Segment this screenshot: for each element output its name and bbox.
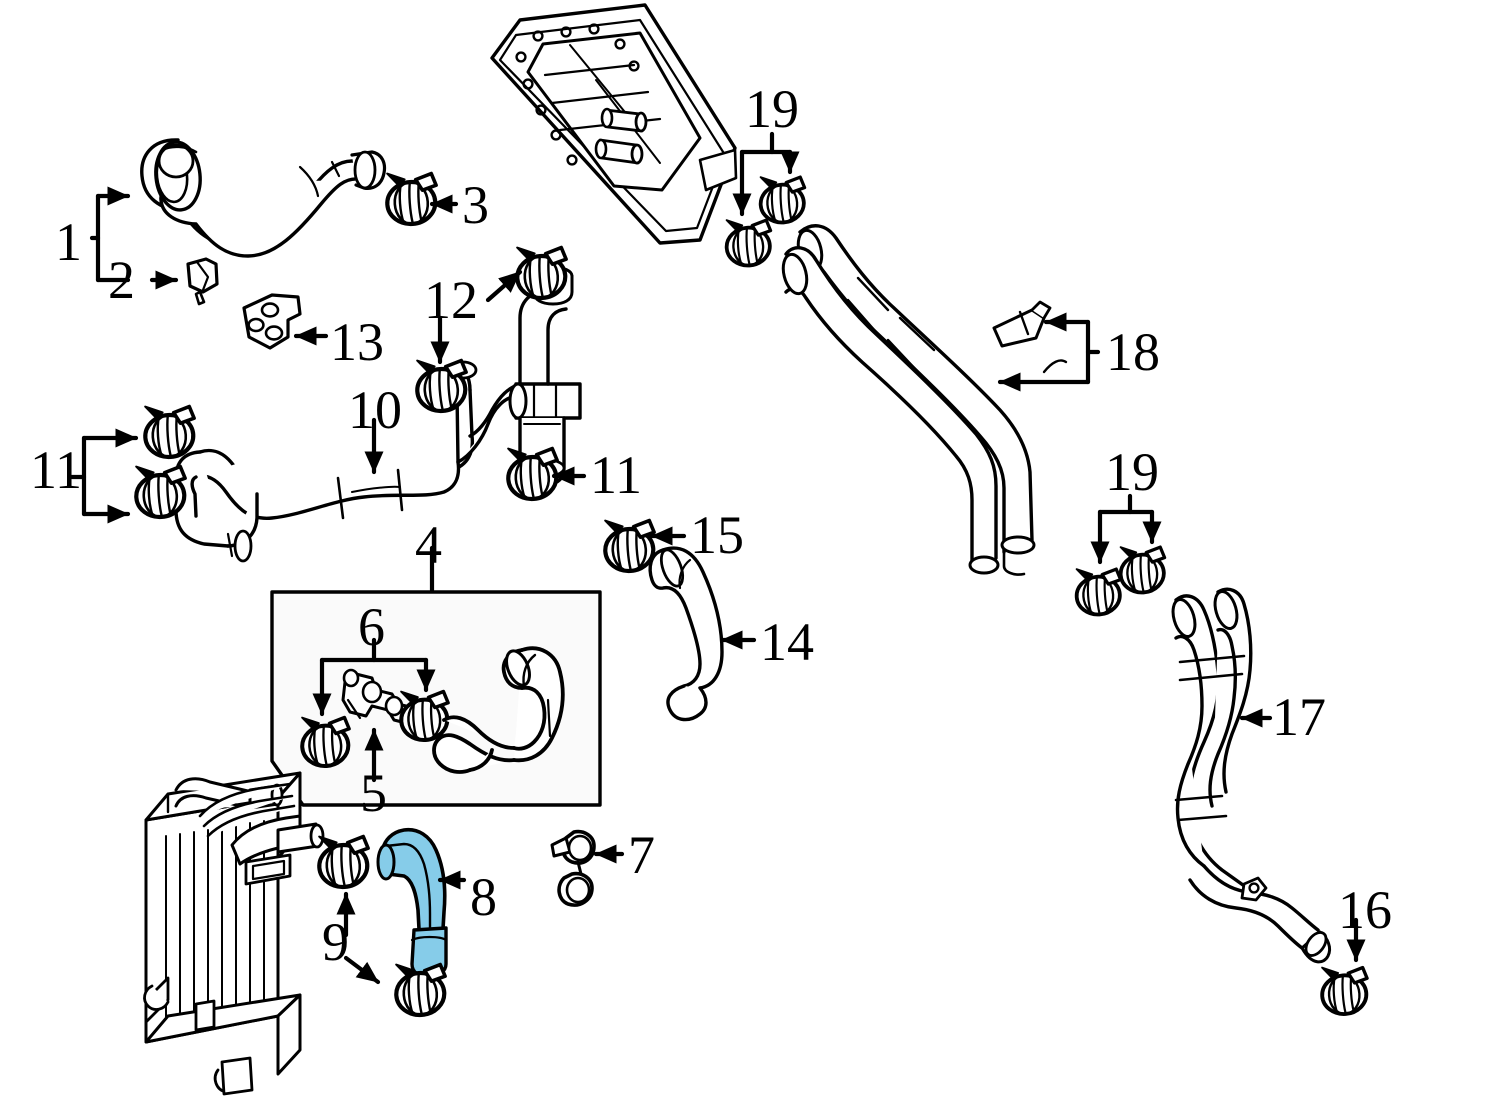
retaining-clip-18 — [992, 300, 1052, 348]
dual-hose-17 — [1171, 587, 1332, 964]
callout-label-4: 4 — [415, 515, 442, 575]
callout-label-11b: 11 — [590, 445, 642, 505]
callout-label-13: 13 — [330, 312, 384, 372]
dual-hose-18 — [781, 224, 1068, 576]
callout-leaders — [69, 131, 1366, 985]
callout-label-11a: 11 — [30, 440, 82, 500]
leader-9-down — [343, 955, 381, 985]
callout-label-16: 16 — [1338, 880, 1392, 940]
callout-label-15: 15 — [690, 505, 744, 565]
hose-clamp-3 — [385, 170, 439, 225]
hose-clamp-12a — [515, 244, 569, 299]
callout-label-14: 14 — [760, 612, 814, 672]
inset-hose — [432, 646, 565, 774]
hose-clamp-12b — [415, 357, 469, 412]
hose-clamp-19b — [756, 172, 809, 226]
callout-label-9: 9 — [322, 912, 349, 972]
leader-12-up — [485, 269, 523, 303]
hose-clamp-19d — [1116, 542, 1169, 596]
connector-fitting-5 — [341, 668, 422, 726]
radiator — [143, 771, 325, 1096]
hose-clamp-19c — [1072, 564, 1125, 618]
highlighted-hose-8 — [376, 827, 448, 978]
sensor-plug — [186, 257, 219, 306]
hose-14 — [648, 546, 724, 722]
callout-label-6: 6 — [358, 597, 385, 657]
hose-clamp-11a — [143, 403, 197, 458]
hose-clamp-19a — [722, 215, 775, 269]
oil-cooler — [490, 3, 738, 245]
callout-label-1: 1 — [55, 212, 82, 272]
callout-label-19b: 19 — [1105, 442, 1159, 502]
callout-label-5: 5 — [360, 763, 387, 823]
callout-label-12: 12 — [424, 270, 478, 330]
mounting-bracket-13 — [242, 293, 302, 350]
hose-clamp-16 — [1318, 962, 1372, 1018]
callout-label-7: 7 — [628, 825, 655, 885]
callout-label-10: 10 — [348, 380, 402, 440]
hose-clamp-15 — [603, 517, 657, 572]
double-spring-clamp-7 — [550, 829, 596, 907]
callout-label-3: 3 — [462, 175, 489, 235]
hose-assembly-upper-left — [140, 138, 387, 258]
hose-clamp-11b — [134, 463, 188, 518]
hose-clamp-9a — [317, 833, 371, 888]
callout-label-19a: 19 — [745, 79, 799, 139]
callout-label-18: 18 — [1106, 322, 1160, 382]
callout-label-2: 2 — [108, 250, 135, 310]
callout-label-17: 17 — [1272, 687, 1326, 747]
callout-label-8: 8 — [470, 867, 497, 927]
